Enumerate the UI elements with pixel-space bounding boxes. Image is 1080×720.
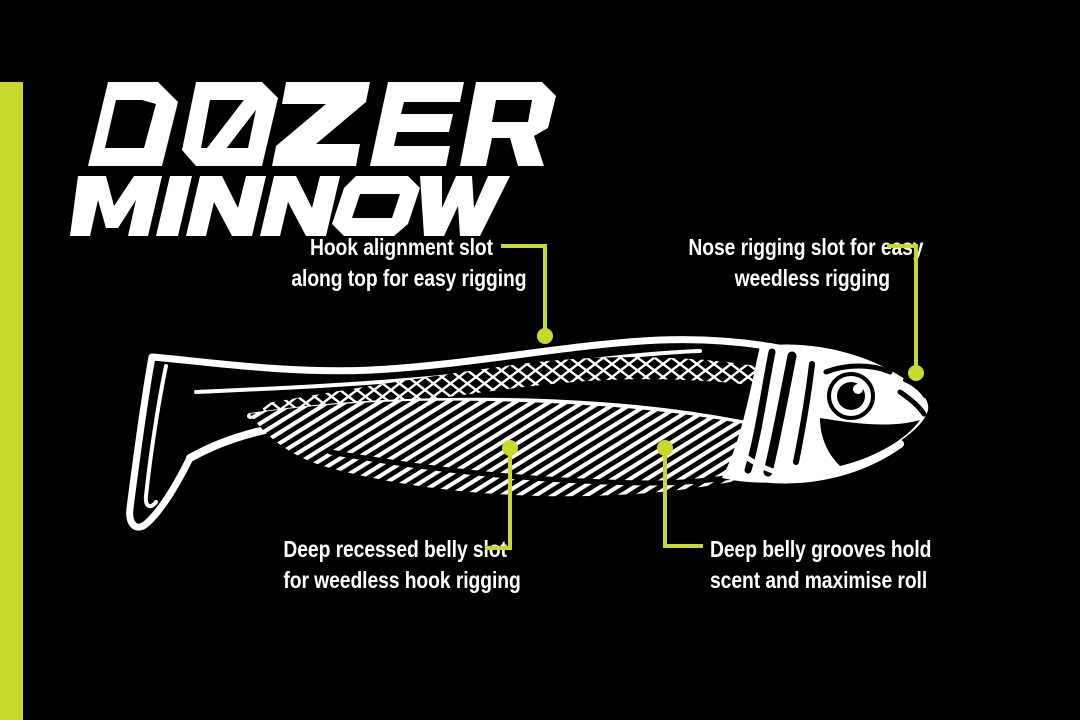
callout-belly-grooves: Deep belly grooves hold scent and maximi… — [710, 534, 932, 596]
callout-line: Nose rigging slot for easy — [688, 234, 924, 260]
paddle-tail — [126, 353, 194, 531]
paddle-tail-inner-edge — [143, 364, 168, 509]
belly-groove-texture — [250, 400, 830, 497]
pectoral-fin — [739, 451, 809, 481]
callout-line: weedless rigging — [734, 265, 890, 291]
jaw-shadow — [820, 418, 920, 466]
callout-nose-rigging: Nose rigging slot for easy weedless rigg… — [688, 232, 924, 294]
callout-line: Hook alignment slot — [309, 234, 493, 260]
ventral-outline — [186, 416, 904, 484]
callout-line: scent and maximise roll — [710, 567, 928, 593]
anchor-dot-belly-slot — [502, 440, 518, 456]
recessed-belly-slot — [327, 449, 809, 486]
lure-head — [722, 344, 929, 483]
leader-belly-slot — [485, 450, 512, 550]
callout-line: Deep recessed belly slot — [283, 536, 507, 562]
gill-line-3 — [793, 361, 815, 465]
dorsal-outline — [148, 336, 864, 376]
lateral-line — [247, 397, 853, 455]
head-mass — [722, 344, 929, 483]
gill-line-2 — [763, 351, 797, 477]
brand-lockup — [70, 76, 556, 236]
callout-line: Deep belly grooves hold — [710, 536, 932, 562]
callout-anchor-dots — [502, 328, 924, 456]
brand-primary-wordmark — [86, 82, 556, 166]
callout-line: for weedless hook rigging — [283, 567, 521, 593]
callout-line: along top for easy rigging — [291, 265, 527, 291]
brand-secondary-wordmark — [70, 176, 510, 236]
brow-line — [823, 363, 893, 375]
anchor-dot-belly-grooves — [657, 440, 673, 456]
callout-belly-slot: Deep recessed belly slot for weedless ho… — [283, 534, 521, 596]
gill-line-1 — [744, 348, 776, 474]
scale-texture — [262, 357, 772, 423]
mouth-line — [897, 389, 927, 417]
leader-nose-rigging — [887, 244, 918, 371]
hook-alignment-slot-line — [194, 349, 702, 394]
anchor-dot-nose-rigging — [908, 365, 924, 381]
callout-hook-alignment: Hook alignment slot along top for easy r… — [291, 232, 527, 294]
nose-rigging-slot — [903, 378, 927, 398]
leader-belly-grooves — [663, 450, 703, 548]
eye — [826, 371, 876, 421]
lure-body — [126, 336, 929, 531]
accent-stripe — [0, 82, 23, 720]
anchor-dot-hook-alignment — [537, 328, 553, 344]
